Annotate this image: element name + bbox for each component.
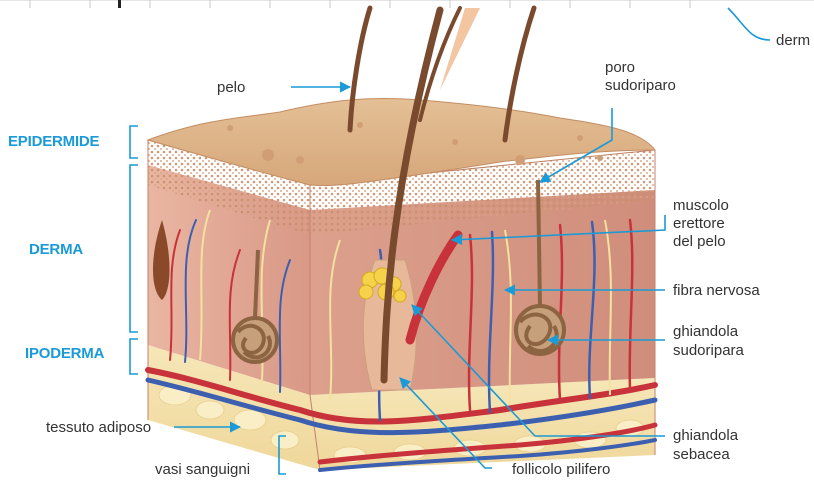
label-ghiandola-sud-line1: ghiandola — [673, 323, 739, 340]
label-ghiandola-sud-line2: sudoripara — [673, 342, 745, 359]
hair-highlight — [440, 8, 480, 90]
label-ghiandola-seb-line2: sebacea — [673, 446, 730, 463]
label-muscolo-line2: erettore — [673, 215, 725, 232]
label-poro-line1: poro — [605, 59, 635, 76]
label-poro-line2: sudoriparo — [605, 77, 676, 94]
label-derm-cut: derm — [776, 32, 810, 49]
section-derma: DERMA — [29, 241, 83, 258]
label-tessuto-adiposo: tessuto adiposo — [46, 419, 151, 436]
ruler-tick-mark — [118, 0, 121, 8]
top-edge-marks — [0, 0, 814, 8]
section-ipoderma: IPODERMA — [25, 345, 105, 362]
label-fibra-nervosa: fibra nervosa — [673, 282, 760, 299]
label-muscolo-line3: del pelo — [673, 233, 726, 250]
label-vasi-sanguigni: vasi sanguigni — [155, 461, 250, 478]
derm-arrow-line — [728, 8, 770, 40]
label-muscolo-line1: muscolo — [673, 197, 729, 214]
skin-block — [148, 8, 655, 470]
label-ghiandola-seb-line1: ghiandola — [673, 427, 739, 444]
label-pelo: pelo — [217, 79, 245, 96]
label-follicolo-pilifero: follicolo pilifero — [512, 461, 610, 478]
section-epidermide: EPIDERMIDE — [8, 133, 100, 150]
